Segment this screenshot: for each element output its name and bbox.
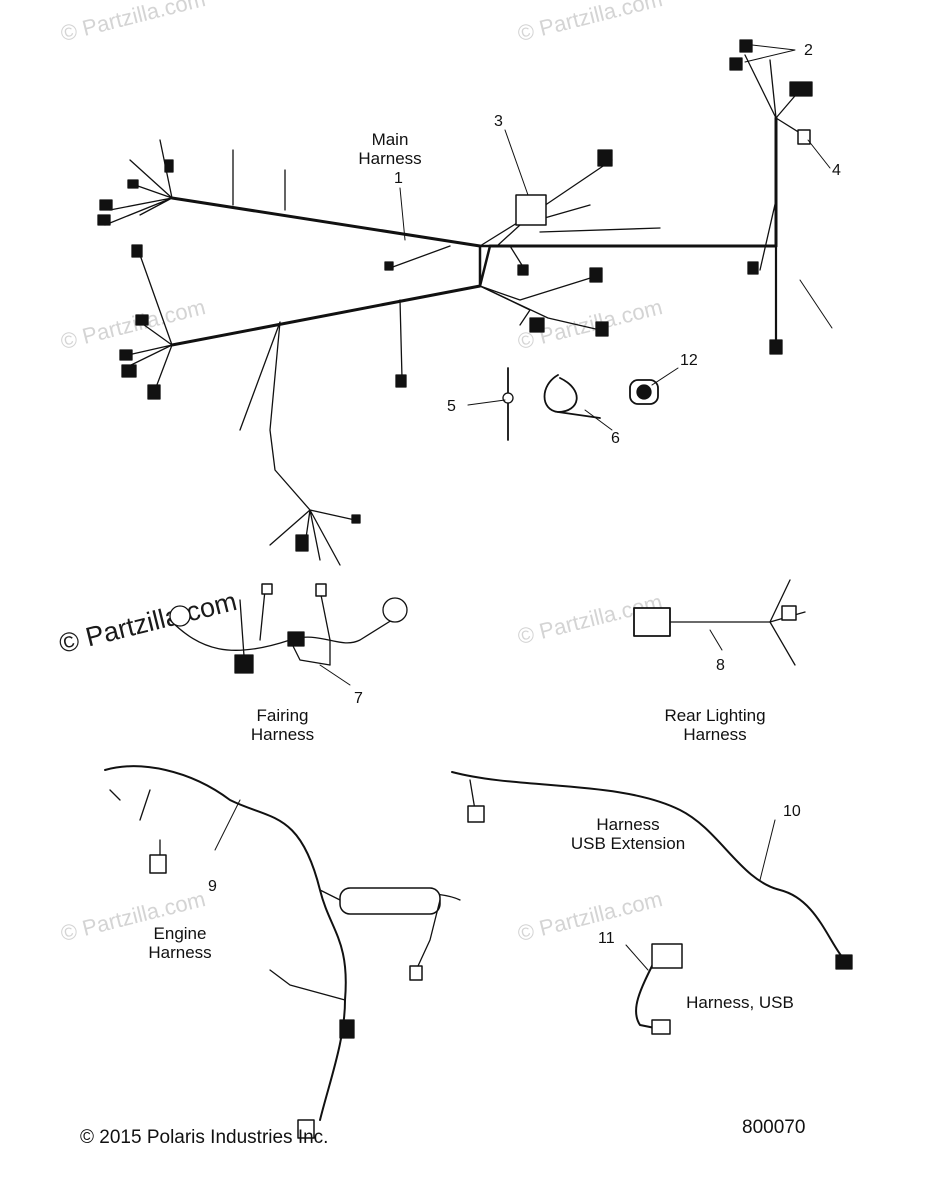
engine-harness-drawing xyxy=(104,765,461,1139)
callout-7: 7 xyxy=(354,690,363,707)
usb-extension-harness-label: Harness USB Extension xyxy=(570,815,686,853)
callout-12: 12 xyxy=(680,352,698,369)
callout-2: 2 xyxy=(804,42,813,59)
rear-lighting-harness-drawing xyxy=(633,579,806,666)
rear-lighting-harness-label: Rear Lighting Harness xyxy=(664,706,766,744)
usb-extension-harness-drawing xyxy=(451,771,853,970)
engine-harness-label: Engine Harness xyxy=(148,924,212,962)
main-harness-drawing xyxy=(97,39,813,566)
fairing-harness-drawing xyxy=(169,583,408,686)
hardware-drawing xyxy=(502,367,659,441)
fairing-harness-label: Fairing Harness xyxy=(250,706,315,744)
callout-10: 10 xyxy=(783,803,801,820)
callout-9: 9 xyxy=(208,878,217,895)
diagram-id: 800070 xyxy=(742,1117,806,1138)
callout-1: 1 xyxy=(394,170,403,187)
usb-harness-drawing xyxy=(625,943,683,1035)
callout-8: 8 xyxy=(716,657,725,674)
callout-6: 6 xyxy=(611,430,620,447)
main-harness-label: Main Harness xyxy=(358,130,422,168)
callout-3: 3 xyxy=(494,113,503,130)
callout-4: 4 xyxy=(832,162,841,179)
copyright-text: © 2015 Polaris Industries Inc. xyxy=(80,1127,329,1148)
callout-5: 5 xyxy=(447,398,456,415)
callout-11: 11 xyxy=(598,930,615,947)
usb-harness-label: Harness, USB xyxy=(686,993,794,1012)
